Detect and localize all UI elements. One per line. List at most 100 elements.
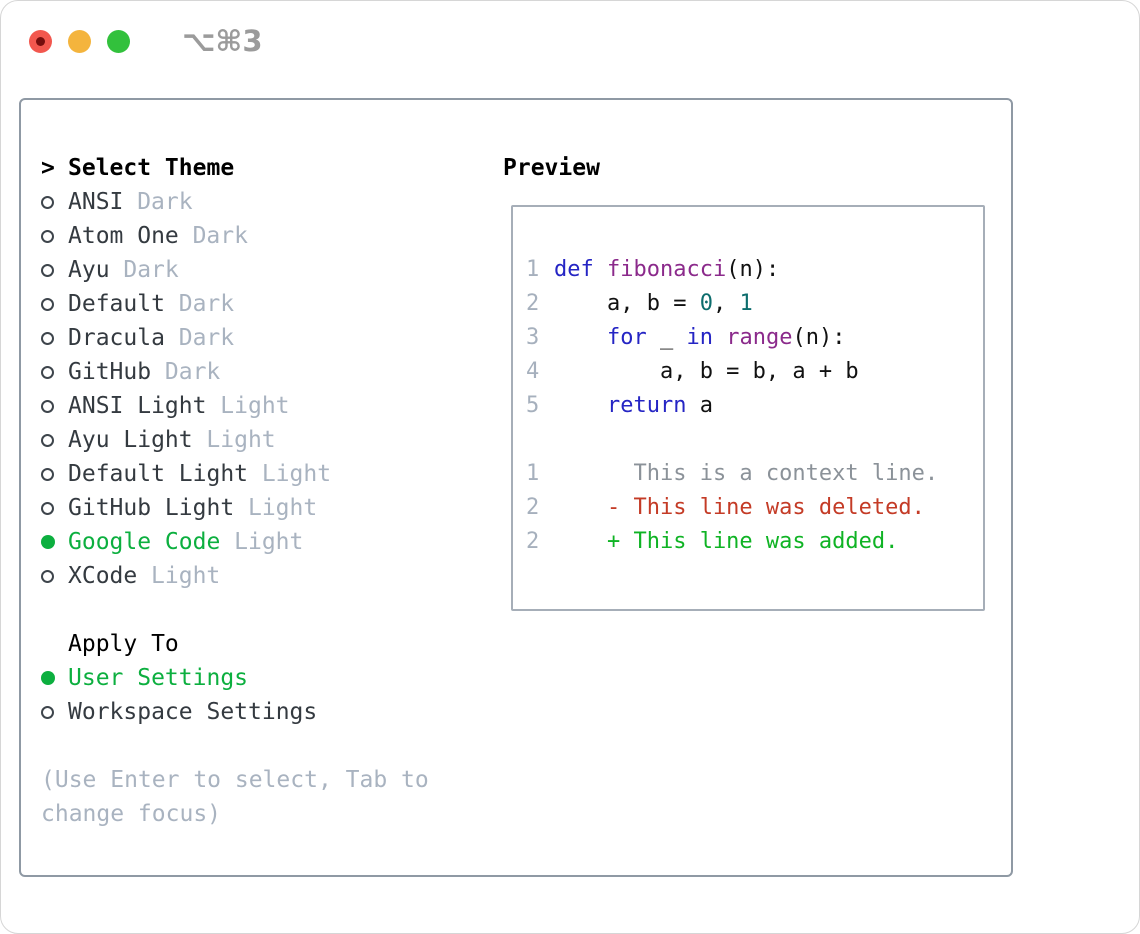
radio-icon [41, 297, 54, 311]
theme-name: ANSI [68, 189, 124, 215]
theme-name: Ayu Light [68, 427, 193, 453]
line-number: 2 [526, 291, 540, 316]
theme-option[interactable]: Atom One Dark [41, 219, 491, 253]
code-token [713, 325, 726, 350]
theme-variant: Dark [137, 189, 193, 215]
radio-icon [41, 705, 54, 719]
radio-icon [41, 569, 54, 583]
line-number: 4 [526, 359, 540, 384]
code-token [554, 325, 607, 350]
theme-option[interactable]: Default Light Light [41, 457, 491, 491]
code-token: , [712, 291, 740, 316]
line-number: 1 [526, 461, 540, 486]
radio-icon [41, 229, 54, 243]
theme-option[interactable]: Ayu Light Light [41, 423, 491, 457]
radio-icon [41, 365, 54, 379]
diff-text: + This line was added. [554, 529, 899, 554]
diff-preview: 1 This is a context line.2 - This line w… [526, 457, 983, 559]
theme-option[interactable]: Default Dark [41, 287, 491, 321]
code-token: 0 [699, 291, 713, 316]
theme-option[interactable]: Ayu Dark [41, 253, 491, 287]
theme-name: ANSI Light [68, 393, 207, 419]
theme-variant: Light [261, 461, 332, 487]
diff-line: 2 + This line was added. [526, 525, 983, 559]
theme-name: Default Light [68, 461, 249, 487]
apply-option[interactable]: Workspace Settings [41, 695, 491, 729]
code-token: (n): [726, 257, 780, 282]
code-token: a, b = b, a + b [554, 359, 859, 384]
theme-variant: Dark [192, 223, 248, 249]
theme-name: Atom One [68, 223, 179, 249]
line-number: 2 [526, 529, 540, 554]
code-token: in [686, 325, 713, 350]
code-token: a, b = [554, 291, 700, 316]
apply-option-label: Workspace Settings [68, 699, 318, 725]
select-theme-header[interactable]: > Select Theme [41, 151, 491, 185]
theme-name: GitHub [68, 359, 152, 385]
theme-option[interactable]: XCode Light [41, 559, 491, 593]
line-number: 2 [526, 495, 540, 520]
diff-line: 1 This is a context line. [526, 457, 983, 491]
code-token: (n): [792, 325, 846, 350]
code-token [554, 393, 607, 418]
keyboard-hint: (Use Enter to select, Tab to change focu… [41, 763, 491, 831]
theme-name: Default [68, 291, 165, 317]
theme-option[interactable]: GitHub Dark [41, 355, 491, 389]
code-line: 5 return a [526, 389, 983, 423]
radio-icon [41, 399, 54, 413]
radio-icon [41, 501, 54, 515]
code-token: 1 [739, 291, 753, 316]
zoom-button[interactable] [107, 30, 130, 53]
line-number: 3 [526, 325, 540, 350]
code-line: 3 for _ in range(n): [526, 321, 983, 355]
theme-option[interactable]: GitHub Light Light [41, 491, 491, 525]
theme-variant: Dark [164, 359, 221, 385]
radio-icon [41, 263, 54, 277]
code-line: 4 a, b = b, a + b [526, 355, 983, 389]
line-number: 1 [526, 257, 540, 282]
preview-title: Preview [503, 155, 600, 181]
theme-variant: Light [247, 495, 318, 521]
theme-name: Ayu [68, 257, 110, 283]
theme-variant: Light [206, 427, 276, 453]
theme-variant: Light [234, 529, 304, 555]
theme-option[interactable]: ANSI Dark [41, 185, 491, 219]
theme-name: XCode [68, 563, 138, 589]
theme-variant: Dark [123, 257, 179, 283]
radio-selected-icon [41, 671, 55, 685]
radio-icon [41, 331, 54, 345]
titlebar: ⌥⌘3 [1, 1, 1139, 56]
focus-cursor-icon: > [41, 155, 55, 181]
apply-to-header: Apply To [41, 627, 491, 661]
close-button[interactable] [29, 30, 52, 53]
theme-variant: Dark [178, 291, 235, 317]
apply-to-title: Apply To [68, 631, 179, 657]
code-token: for [606, 325, 647, 350]
code-token: return [606, 393, 687, 418]
hint-line: (Use Enter to select, Tab to [41, 767, 429, 793]
radio-icon [41, 467, 54, 481]
theme-name: GitHub Light [68, 495, 235, 521]
hint-line: change focus) [41, 801, 222, 827]
minimize-button[interactable] [68, 30, 91, 53]
diff-line: 2 - This line was deleted. [526, 491, 983, 525]
apply-option[interactable]: User Settings [41, 661, 491, 695]
diff-text: - This line was deleted. [554, 495, 925, 520]
theme-variant: Light [151, 563, 221, 589]
line-number: 5 [526, 393, 540, 418]
record-dot-icon [36, 37, 45, 46]
code-token: def [554, 257, 594, 282]
radio-selected-icon [41, 535, 55, 549]
